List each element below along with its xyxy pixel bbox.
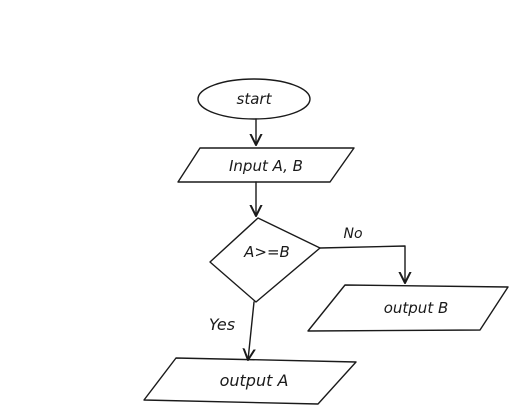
edge-yes-label: Yes [209,315,235,334]
input-label: Input A, B [229,157,303,175]
outA-node: output A [143,357,357,405]
outA-parallelogram [143,357,357,405]
start-label: start [237,90,273,108]
input-node: Input A, B [177,147,355,183]
outB-parallelogram [307,284,509,332]
decision-label: A>=B [243,243,290,261]
input-parallelogram [177,147,355,183]
decision-diamond [209,217,321,303]
outB-node: output B [307,284,509,332]
decision-node: A>=B [209,217,321,303]
outA-label: output A [220,371,289,390]
start-node: start [197,78,311,120]
edge-no-label: No [343,226,362,242]
edge-decision-outA [248,301,254,360]
outB-label: output B [384,299,449,317]
start-ellipse [197,78,311,120]
edge-decision-outB [319,245,405,283]
